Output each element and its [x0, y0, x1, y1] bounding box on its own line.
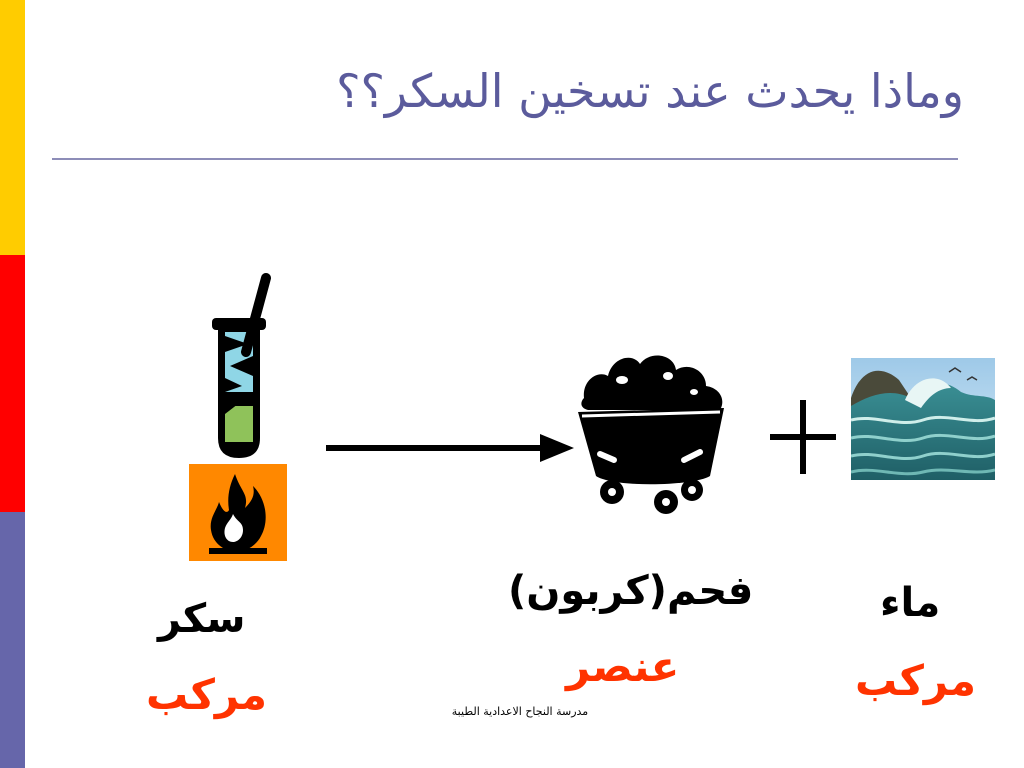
title-divider [52, 158, 958, 160]
sea-water-icon [851, 358, 995, 480]
footer-school-name: مدرسة النجاح الاعدادية الطيبة [451, 705, 589, 718]
coal-name-label: فحم(كربون) [508, 568, 754, 614]
water-type-label: مركب [855, 656, 977, 705]
water-name-label: ماء [880, 580, 941, 626]
side-bar-yellow [0, 0, 25, 255]
test-tube-icon [212, 273, 271, 458]
side-bar-blue [0, 512, 25, 768]
sugar-name-label: سكر [158, 596, 246, 642]
coal-cart-icon [578, 355, 724, 514]
sugar-type-label: مركب [146, 670, 268, 719]
plus-icon [770, 400, 836, 474]
burner-flame-icon [189, 464, 287, 561]
coal-type-label: عنصر [566, 642, 680, 691]
arrow-right-icon [326, 434, 574, 462]
slide-title: وماذا يحدث عند تسخين السكر؟؟ [336, 64, 964, 118]
side-bar-red [0, 255, 25, 512]
